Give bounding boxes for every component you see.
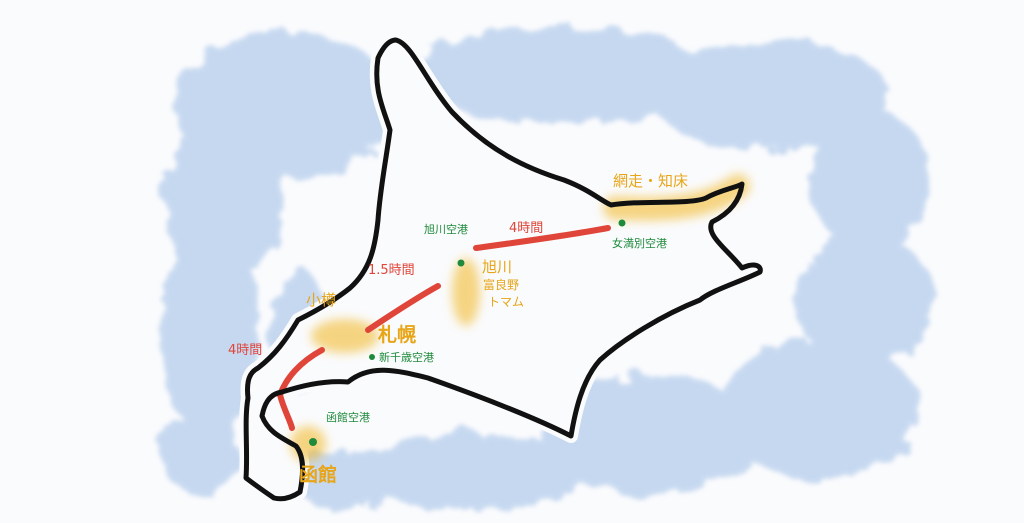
label-time-hakodate-sapporo: 4時間: [228, 343, 263, 358]
airport-markers: [309, 219, 626, 446]
label-abashiri-shiretoko: 網走・知床: [613, 172, 689, 190]
region-highlights: [290, 174, 750, 462]
sea-wash: [160, 27, 935, 510]
label-sapporo: 札幌: [378, 324, 417, 346]
label-time-sapporo-asahikawa: 1.5時間: [368, 263, 415, 278]
airport-dot-asahikawa: [457, 259, 465, 267]
route-sapporo-asahikawa: [365, 283, 441, 333]
highlight-abashiri-shiretoko: [603, 174, 750, 221]
route-hakodate-sapporo: [276, 347, 325, 431]
routes: [276, 225, 611, 431]
label-time-asahikawa-abashiri: 4時間: [509, 221, 544, 236]
airport-dot-memanbetsu: [618, 219, 626, 227]
label-asahikawa-airport: 旭川空港: [424, 223, 468, 236]
label-asahikawa: 旭川: [482, 258, 513, 276]
label-hakodate-airport: 函館空港: [326, 411, 370, 424]
highlight-sapporo-otaru: [311, 319, 379, 353]
label-new-chitose-airport: 新千歳空港: [379, 351, 434, 364]
label-tomamu: トマム: [488, 295, 525, 309]
label-furano: 富良野: [483, 278, 520, 292]
coastline: [243, 37, 763, 502]
label-otaru: 小樽: [306, 291, 337, 309]
label-memanbetsu-airport: 女満別空港: [612, 237, 667, 250]
highlight-asahikawa-furano: [452, 258, 480, 326]
airport-dot-new-chitose: [369, 354, 375, 360]
label-hakodate: 函館: [299, 464, 338, 486]
route-asahikawa-abashiri: [473, 225, 611, 251]
airport-dot-hakodate: [309, 438, 317, 446]
